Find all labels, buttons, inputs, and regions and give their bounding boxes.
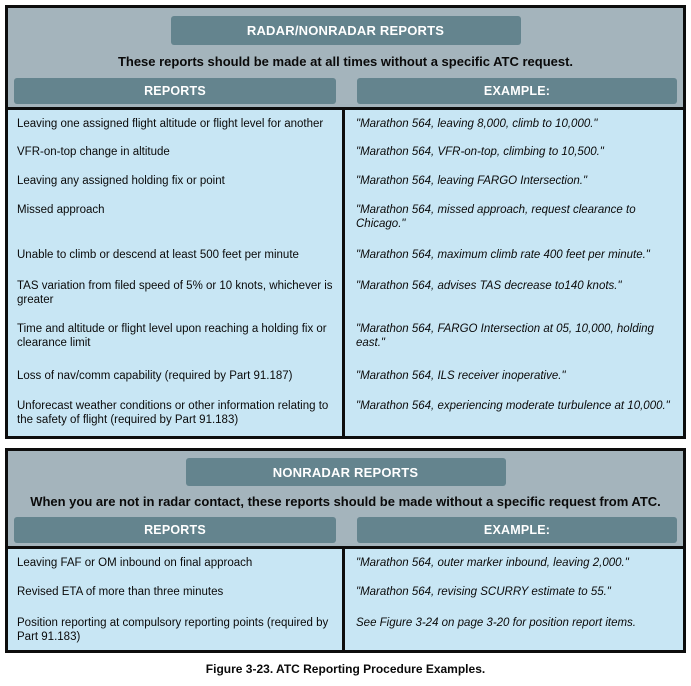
radar-nonradar-table-body: Leaving one assigned flight altitude or … xyxy=(8,107,683,436)
table-row: Unforecast weather conditions or other i… xyxy=(8,392,683,436)
report-cell: VFR-on-top change in altitude xyxy=(8,138,345,167)
example-cell: "Marathon 564, leaving FARGO Intersectio… xyxy=(356,175,588,187)
report-cell: Position reporting at compulsory reporti… xyxy=(8,609,345,650)
report-cell: Unable to climb or descend at least 500 … xyxy=(8,241,345,272)
example-cell: "Marathon 564, experiencing moderate tur… xyxy=(356,400,670,412)
nonradar-table-body: Leaving FAF or OM inbound on final appro… xyxy=(8,546,683,650)
radar-nonradar-title-bar: RADAR/NONRADAR REPORTS xyxy=(170,16,521,45)
nonradar-table: NONRADAR REPORTS When you are not in rad… xyxy=(5,448,686,653)
example-cell: "Marathon 564, VFR-on-top, climbing to 1… xyxy=(356,146,604,158)
table-row: Unable to climb or descend at least 500 … xyxy=(8,241,683,272)
example-cell: "Marathon 564, maximum climb rate 400 fe… xyxy=(356,249,650,261)
table-row: Revised ETA of more than three minutes "… xyxy=(8,578,683,609)
radar-nonradar-title: RADAR/NONRADAR REPORTS xyxy=(246,23,445,38)
nonradar-title: NONRADAR REPORTS xyxy=(272,464,419,480)
example-cell: "Marathon 564, missed approach, request … xyxy=(356,204,636,230)
nonradar-subtitle: When you are not in radar contact, these… xyxy=(30,494,661,509)
table-row: Leaving FAF or OM inbound on final appro… xyxy=(8,549,683,578)
table-row: Missed approach "Marathon 564, missed ap… xyxy=(8,196,683,241)
radar-nonradar-table: RADAR/NONRADAR REPORTS These reports sho… xyxy=(5,5,686,439)
table-row: Leaving one assigned flight altitude or … xyxy=(8,110,683,138)
report-cell: Leaving one assigned flight altitude or … xyxy=(8,110,345,138)
report-cell: Unforecast weather conditions or other i… xyxy=(8,392,345,436)
figure-caption: Figure 3-23. ATC Reporting Procedure Exa… xyxy=(205,662,486,676)
example-column-header: EXAMPLE: xyxy=(357,78,677,104)
table-row: VFR-on-top change in altitude "Marathon … xyxy=(8,138,683,167)
example-column-header: EXAMPLE: xyxy=(357,517,677,543)
example-cell: "Marathon 564, revising SCURRY estimate … xyxy=(356,586,611,598)
reports-column-header: REPORTS xyxy=(14,517,336,543)
example-cell: "Marathon 564, outer marker inbound, lea… xyxy=(356,557,629,569)
example-cell: "Marathon 564, ILS receiver inoperative.… xyxy=(356,370,566,382)
column-header-bars: REPORTS EXAMPLE: xyxy=(8,517,683,543)
example-cell: "Marathon 564, advises TAS decrease to14… xyxy=(356,280,622,292)
reports-column-header: REPORTS xyxy=(14,78,336,104)
example-cell: "Marathon 564, FARGO Intersection at 05,… xyxy=(356,323,654,349)
table-row: Leaving any assigned holding fix or poin… xyxy=(8,167,683,196)
column-header-bars: REPORTS EXAMPLE: xyxy=(8,78,683,104)
report-cell: Loss of nav/comm capability (required by… xyxy=(8,362,345,392)
table-row: TAS variation from filed speed of 5% or … xyxy=(8,272,683,315)
report-cell: Missed approach xyxy=(8,196,345,241)
table-row: Time and altitude or flight level upon r… xyxy=(8,315,683,362)
radar-nonradar-subtitle: These reports should be made at all time… xyxy=(117,54,574,69)
example-cell: "Marathon 564, leaving 8,000, climb to 1… xyxy=(356,118,598,130)
table-row: Position reporting at compulsory reporti… xyxy=(8,609,683,650)
report-cell: Time and altitude or flight level upon r… xyxy=(8,315,345,362)
table-row: Loss of nav/comm capability (required by… xyxy=(8,362,683,392)
example-cell: See Figure 3-24 on page 3-20 for positio… xyxy=(356,617,636,629)
nonradar-title-bar: NONRADAR REPORTS xyxy=(185,458,506,486)
report-cell: Leaving FAF or OM inbound on final appro… xyxy=(8,549,345,578)
report-cell: TAS variation from filed speed of 5% or … xyxy=(8,272,345,315)
report-cell: Revised ETA of more than three minutes xyxy=(8,578,345,609)
report-cell: Leaving any assigned holding fix or poin… xyxy=(8,167,345,196)
